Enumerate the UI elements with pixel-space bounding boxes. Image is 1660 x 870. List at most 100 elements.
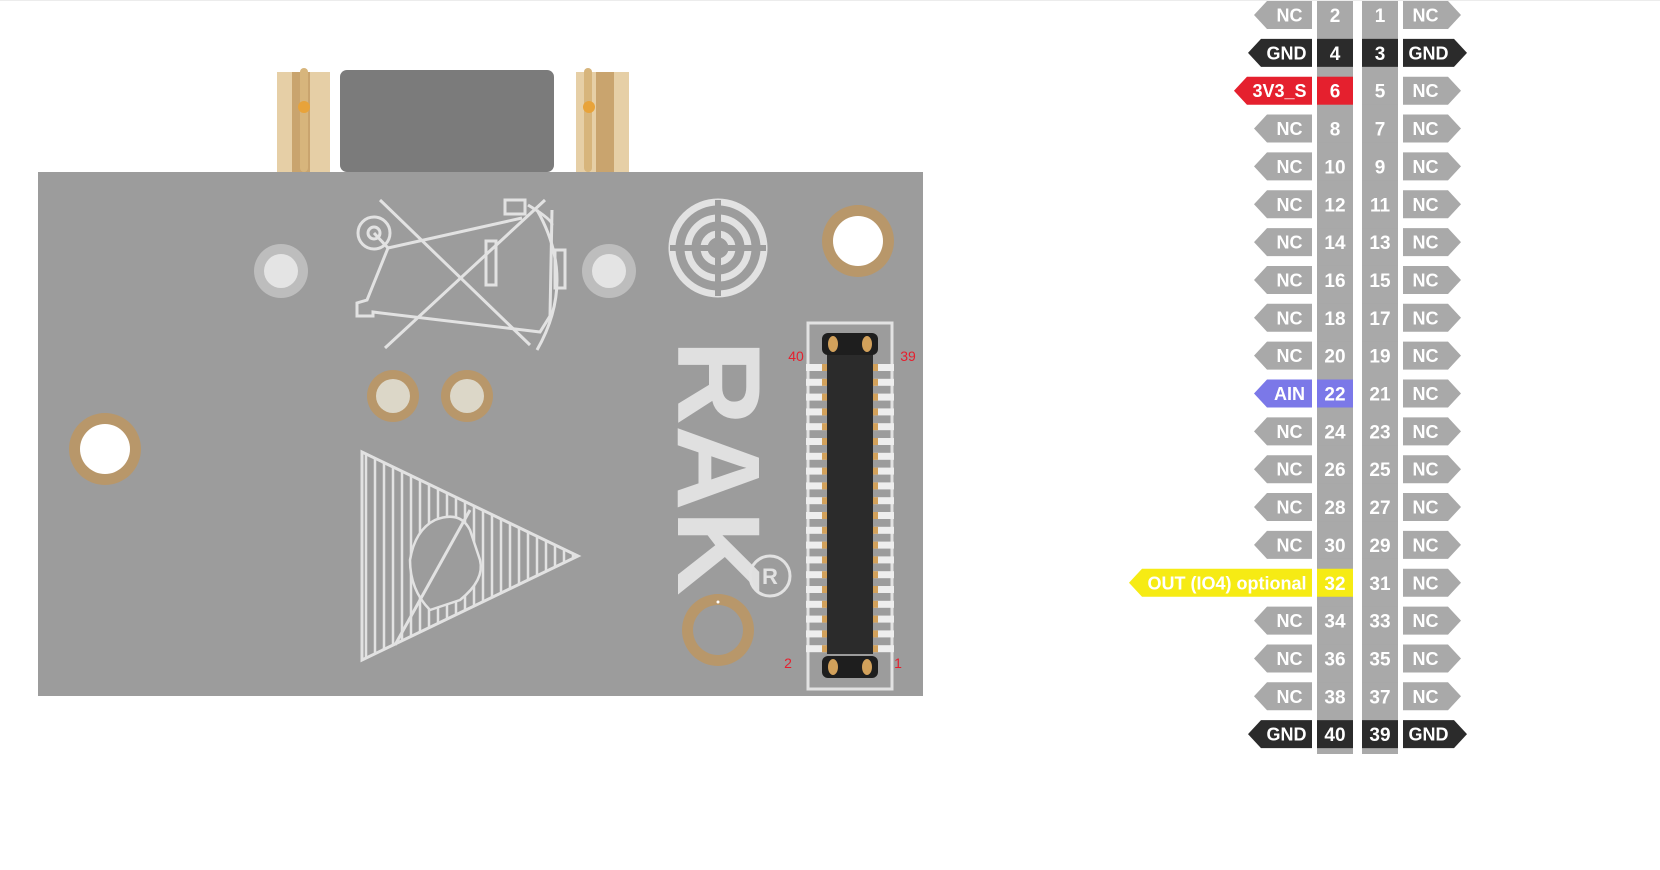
- pin-label-tag: [1254, 455, 1312, 484]
- pin-8: 8NC: [1254, 114, 1353, 143]
- pin-label-tag: [1403, 417, 1461, 446]
- pin-label: NC: [1277, 422, 1303, 442]
- pin-number: 5: [1375, 82, 1386, 103]
- pin-number-box: [1317, 455, 1353, 484]
- pin-number-box: [1362, 530, 1398, 559]
- pin-label: 3V3_S: [1252, 81, 1306, 101]
- pin-number: 20: [1324, 347, 1345, 368]
- pin-number-box: [1317, 341, 1353, 370]
- pin-number-box: [1362, 493, 1398, 522]
- pin-label: NC: [1277, 195, 1303, 215]
- pin-label: NC: [1277, 460, 1303, 480]
- pin-number-box: [1317, 152, 1353, 181]
- pin-label-tag: [1254, 644, 1312, 673]
- pin-2: 2NC: [1254, 1, 1353, 29]
- pin-number: 15: [1369, 271, 1391, 292]
- pin-label: NC: [1413, 611, 1439, 631]
- sensor-board: RAK R 40 39 2 1: [38, 68, 923, 696]
- pin-label-tag: [1403, 341, 1461, 370]
- pin-number-box: [1317, 644, 1353, 673]
- pin-number: 30: [1324, 536, 1345, 557]
- pin-number: 6: [1330, 82, 1341, 103]
- pin-number: 9: [1375, 157, 1386, 178]
- pin-label-tag: [1403, 606, 1461, 635]
- mounting-pad: [682, 594, 754, 666]
- pin-number-box: [1362, 114, 1398, 143]
- pin-number: 19: [1369, 347, 1390, 368]
- pin-number-box: [1317, 720, 1353, 749]
- pin-6: 6 3V3_S: [1233, 76, 1353, 105]
- pin-number: 23: [1369, 422, 1390, 443]
- pin-label: NC: [1277, 687, 1303, 707]
- silver-pad: [582, 244, 636, 298]
- pin-number-box: [1317, 303, 1353, 332]
- pin-label-tag: [1403, 720, 1467, 749]
- pin-label: NC: [1277, 611, 1303, 631]
- pin-number: 4: [1330, 44, 1341, 65]
- pin-label: AIN: [1274, 384, 1305, 404]
- pin-label: NC: [1413, 346, 1439, 366]
- pin-label: NC: [1413, 6, 1439, 26]
- pin-number: 39: [1369, 725, 1390, 746]
- pin-label: NC: [1277, 157, 1303, 177]
- pin-number: 35: [1369, 649, 1391, 670]
- pin-label-tag: [1403, 568, 1461, 597]
- pin-number-box: [1362, 341, 1398, 370]
- pin-number: 36: [1324, 649, 1345, 670]
- pin-number: 18: [1324, 309, 1345, 330]
- pin-label: NC: [1413, 157, 1439, 177]
- svg-text:R: R: [762, 564, 778, 589]
- pin-number: 32: [1324, 574, 1345, 595]
- pin-39: 39 GND: [1362, 720, 1467, 749]
- connector-label-39: 39: [900, 348, 916, 364]
- pin-label: GND: [1409, 725, 1449, 745]
- pin-number: 11: [1370, 195, 1391, 216]
- pin-number-box: [1317, 38, 1353, 67]
- pin-number-box: [1362, 1, 1398, 29]
- pin-number-box: [1362, 568, 1398, 597]
- rak-logo-text: RAK: [652, 340, 784, 596]
- pin-label-tag: [1254, 190, 1312, 219]
- pin-number: 27: [1369, 498, 1390, 519]
- mounting-hole: [822, 205, 894, 277]
- pin-label: NC: [1413, 233, 1439, 253]
- pin-label-tag: [1403, 190, 1461, 219]
- pin-label: NC: [1277, 233, 1303, 253]
- pin-label-tag: [1403, 265, 1461, 294]
- pin-label-tag: [1403, 228, 1461, 257]
- pin-label-tag: [1254, 417, 1312, 446]
- pin-label-tag: [1248, 38, 1312, 67]
- pin-number-box: [1362, 682, 1398, 711]
- pin-label-tag: [1254, 606, 1312, 635]
- pin-label-tag: [1254, 228, 1312, 257]
- connector-label-2: 2: [784, 655, 792, 671]
- pin-number: 13: [1369, 233, 1390, 254]
- pin-label: NC: [1413, 573, 1439, 593]
- pin-number-box: [1362, 76, 1398, 105]
- pin-number: 26: [1324, 460, 1345, 481]
- pin-number-box: [1362, 720, 1398, 749]
- pin-label-tag: [1403, 682, 1461, 711]
- pin-number-box: [1362, 303, 1398, 332]
- pcb: [38, 172, 923, 696]
- pin-number-box: [1317, 76, 1353, 105]
